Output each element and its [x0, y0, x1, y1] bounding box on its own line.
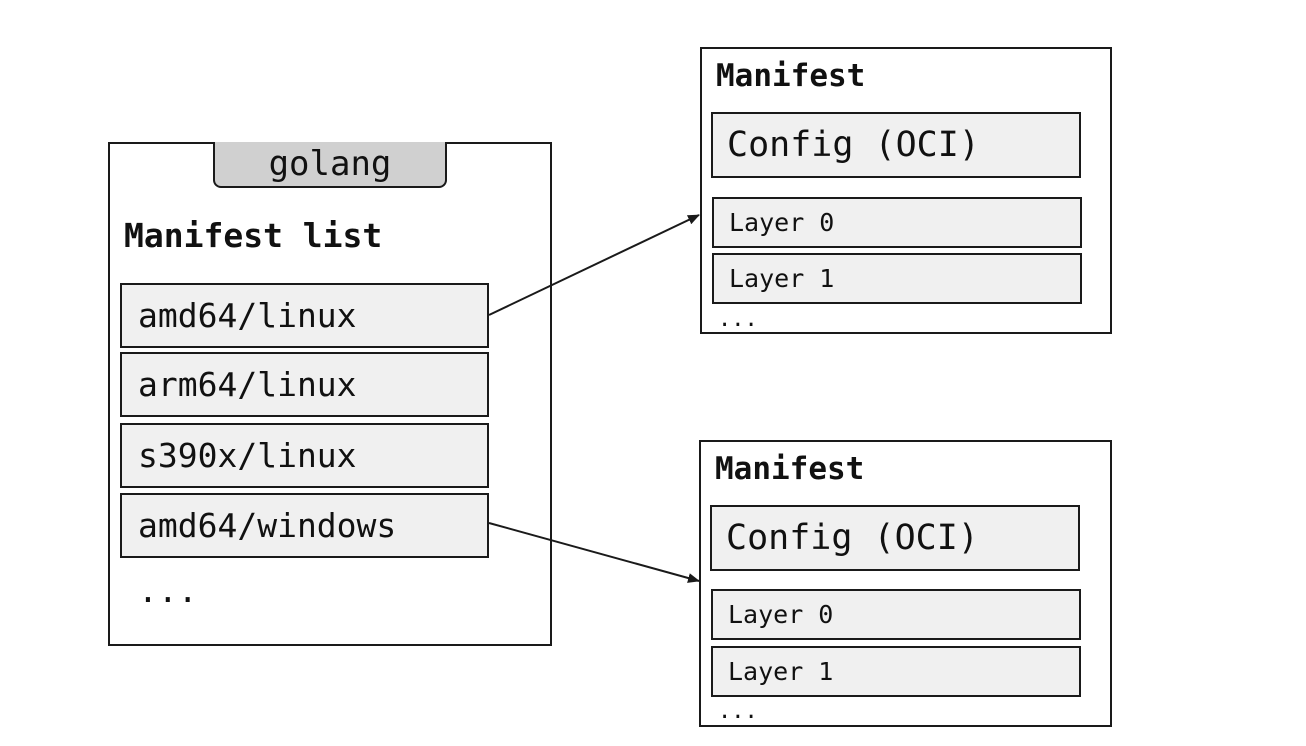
- manifest-title-1: Manifest: [716, 58, 866, 94]
- arrow-amd64-windows-to-manifest-2: [488, 522, 700, 583]
- manifest-layer-2-0: Layer 0: [711, 589, 1081, 640]
- manifest-more-1: ...: [718, 307, 758, 332]
- arrow-amd64-linux-to-manifest-1: [488, 214, 700, 316]
- image-tag-golang: golang: [213, 142, 447, 188]
- platform-entry-arm64-linux: arm64/linux: [120, 352, 489, 417]
- manifest-title-2: Manifest: [715, 451, 865, 487]
- manifest-layer-2-1: Layer 1: [711, 646, 1081, 697]
- platform-entry-amd64-linux: amd64/linux: [120, 283, 489, 348]
- platform-entry-amd64-windows: amd64/windows: [120, 493, 489, 558]
- manifest-list-title: Manifest list: [124, 216, 383, 255]
- platform-entry-s390x-linux: s390x/linux: [120, 423, 489, 488]
- manifest-layer-1-1: Layer 1: [712, 253, 1082, 304]
- manifest-config-2: Config (OCI): [710, 505, 1080, 571]
- manifest-config-1: Config (OCI): [711, 112, 1081, 178]
- manifest-list-more: ...: [138, 571, 198, 610]
- manifest-more-2: ...: [718, 699, 758, 724]
- manifest-layer-1-0: Layer 0: [712, 197, 1082, 248]
